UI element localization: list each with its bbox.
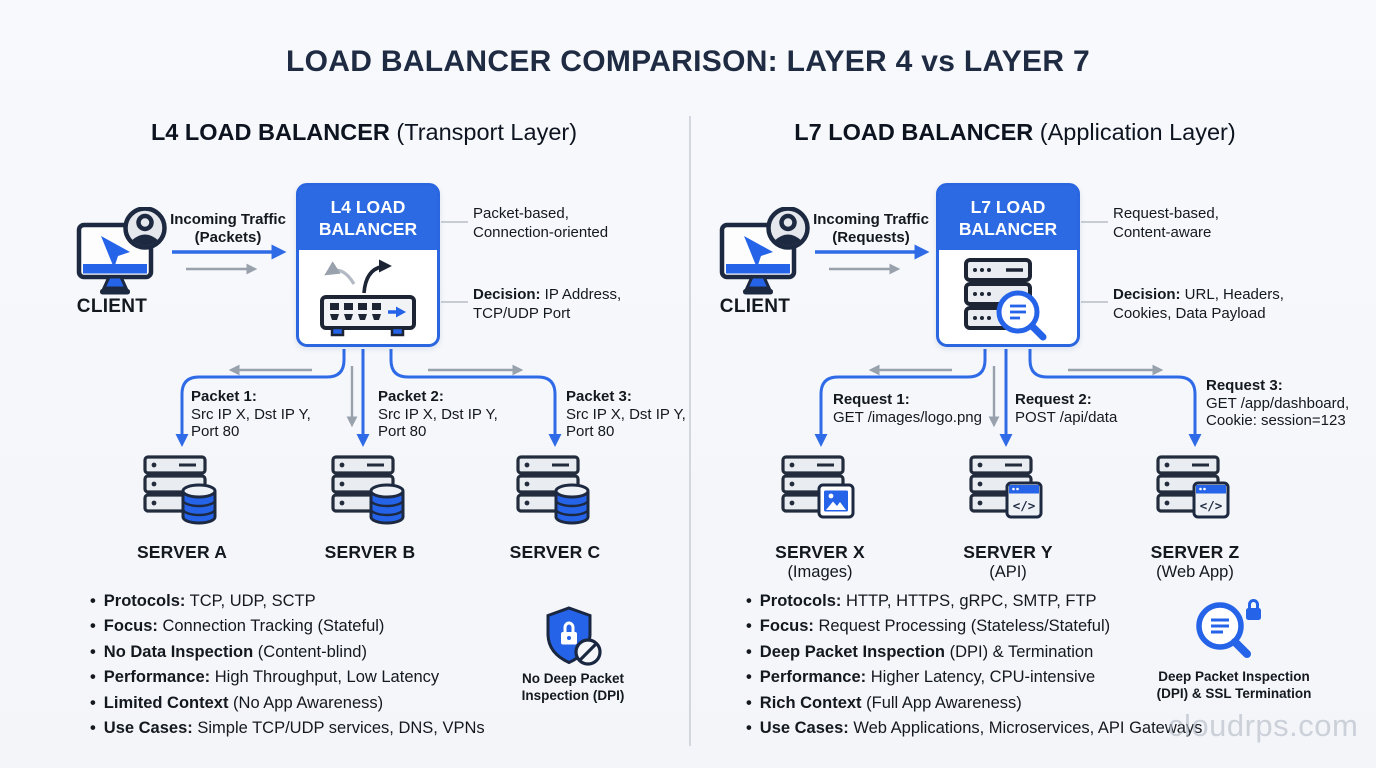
- l7-dpi-badge-caption: Deep Packet Inspection (DPI) & SSL Termi…: [1156, 669, 1312, 701]
- dpi-magnifier-icon: [1196, 599, 1261, 658]
- feature-item: Deep Packet Inspection (DPI) & Terminati…: [746, 640, 1202, 665]
- feature-item: Rich Context (Full App Awareness): [746, 691, 1202, 716]
- server-x-icon: [781, 455, 855, 519]
- l7-to-server-z-line: [1028, 349, 1202, 447]
- request-3-label: Request 3: GET /app/dashboard, Cookie: s…: [1206, 377, 1350, 429]
- packet-2-label: Packet 2: Src IP X, Dst IP Y, Port 80: [378, 388, 498, 440]
- column-divider: [689, 116, 691, 746]
- l4-switch-icon: [320, 259, 416, 337]
- feature-item: Focus: Connection Tracking (Stateful): [90, 614, 485, 639]
- server-b-icon: [331, 455, 405, 525]
- server-z-icon: </>: [1156, 455, 1230, 519]
- l7-heading-bold: L7 LOAD BALANCER: [794, 119, 1034, 145]
- page-title: LOAD BALANCER COMPARISON: LAYER 4 vs LAY…: [286, 45, 1090, 78]
- code-window-icon: </>: [1192, 481, 1230, 519]
- feature-item: No Data Inspection (Content-blind): [90, 640, 485, 665]
- l4-heading-bold: L4 LOAD BALANCER: [150, 119, 390, 145]
- packet-1-label: Packet 1: Src IP X, Dst IP Y, Port 80: [191, 388, 311, 440]
- no-dpi-shield-icon: [546, 606, 602, 666]
- l4-heading-rest: (Transport Layer): [389, 119, 578, 145]
- l4-incoming-traffic-label: Incoming Traffic (Packets): [170, 211, 286, 246]
- server-b-label: SERVER B: [324, 542, 416, 562]
- l7-feature-list: Protocols: HTTP, HTTPS, gRPC, SMTP, FTP …: [746, 589, 1203, 741]
- server-a-icon: [143, 455, 217, 525]
- l7-note-decision: Decision: URL, Headers, Cookies, Data Pa…: [1113, 286, 1284, 322]
- request-2-label: Request 2: POST /api/data: [1015, 391, 1118, 426]
- database-icon: [554, 483, 590, 525]
- feature-item: Performance: Higher Latency, CPU-intensi…: [746, 665, 1202, 690]
- watermark: cloudrps.com: [1168, 708, 1359, 743]
- server-y-icon: </>: [969, 455, 1043, 519]
- l7-heading-rest: (Application Layer): [1033, 119, 1236, 145]
- feature-item: Protocols: HTTP, HTTPS, gRPC, SMTP, FTP: [746, 589, 1202, 614]
- feature-item: Focus: Request Processing (Stateless/Sta…: [746, 614, 1202, 639]
- feature-item: Performance: High Throughput, Low Latenc…: [90, 665, 485, 690]
- cursor-icon: [101, 236, 130, 268]
- l7-inspect-icon: [964, 258, 1047, 341]
- code-glyph: </>: [1013, 498, 1036, 513]
- l7-incoming-traffic-label: Incoming Traffic (Requests): [813, 211, 929, 246]
- server-z-sublabel: (Web App): [1156, 563, 1234, 581]
- l4-balancer-title: L4 LOAD BALANCER: [299, 186, 437, 250]
- l7-client-icon: [719, 207, 810, 295]
- feature-item: Limited Context (No App Awareness): [90, 691, 485, 716]
- feature-item: Use Cases: Simple TCP/UDP services, DNS,…: [90, 716, 485, 741]
- server-a-label: SERVER A: [136, 542, 228, 562]
- l7-flow-arrows: [814, 221, 1202, 447]
- lock-icon: [563, 621, 575, 632]
- cursor-icon: [744, 236, 773, 268]
- l4-to-server-c-line: [389, 349, 562, 447]
- code-window-icon: </>: [1005, 481, 1043, 519]
- server-c-label: SERVER C: [509, 542, 601, 562]
- feature-item: Use Cases: Web Applications, Microservic…: [746, 716, 1203, 741]
- l4-note-packet-based: Packet-based, Connection-oriented: [473, 205, 609, 241]
- request-1-label: Request 1: GET /images/logo.png: [833, 391, 982, 426]
- packet-3-label: Packet 3: Src IP X, Dst IP Y, Port 80: [566, 388, 686, 440]
- server-y-label: SERVER Y: [963, 542, 1053, 562]
- l7-to-server-x-line: [814, 349, 987, 447]
- server-x-sublabel: (Images): [787, 563, 853, 581]
- l7-section-heading: L7 LOAD BALANCER (Application Layer): [690, 119, 1340, 146]
- l4-flow-arrows: [172, 221, 562, 447]
- l4-feature-list: Protocols: TCP, UDP, SCTP Focus: Connect…: [90, 589, 485, 741]
- magnifier-icon: [996, 290, 1047, 341]
- server-c-icon: [516, 455, 590, 525]
- l7-note-request-based: Request-based, Content-aware: [1113, 205, 1219, 241]
- lock-icon: [1246, 599, 1261, 620]
- server-stack-icon: [781, 455, 845, 513]
- feature-item: Protocols: TCP, UDP, SCTP: [90, 589, 485, 614]
- l4-client-label: CLIENT: [76, 296, 148, 317]
- database-icon: [181, 483, 217, 525]
- database-icon: [369, 483, 405, 525]
- code-glyph: </>: [1200, 498, 1223, 513]
- l4-dpi-badge-caption: No Deep Packet Inspection (DPI): [521, 671, 625, 703]
- l7-client-label: CLIENT: [719, 296, 791, 317]
- l4-note-decision: Decision: IP Address, TCP/UDP Port: [473, 286, 622, 322]
- server-z-label: SERVER Z: [1150, 542, 1240, 562]
- l4-to-server-a-line: [175, 349, 346, 447]
- image-window-icon: [817, 483, 855, 519]
- server-x-label: SERVER X: [775, 542, 865, 562]
- l4-section-heading: L4 LOAD BALANCER (Transport Layer): [30, 119, 698, 146]
- l4-client-icon: [76, 207, 167, 295]
- server-y-sublabel: (API): [989, 563, 1027, 581]
- l7-balancer-title: L7 LOAD BALANCER: [939, 186, 1077, 250]
